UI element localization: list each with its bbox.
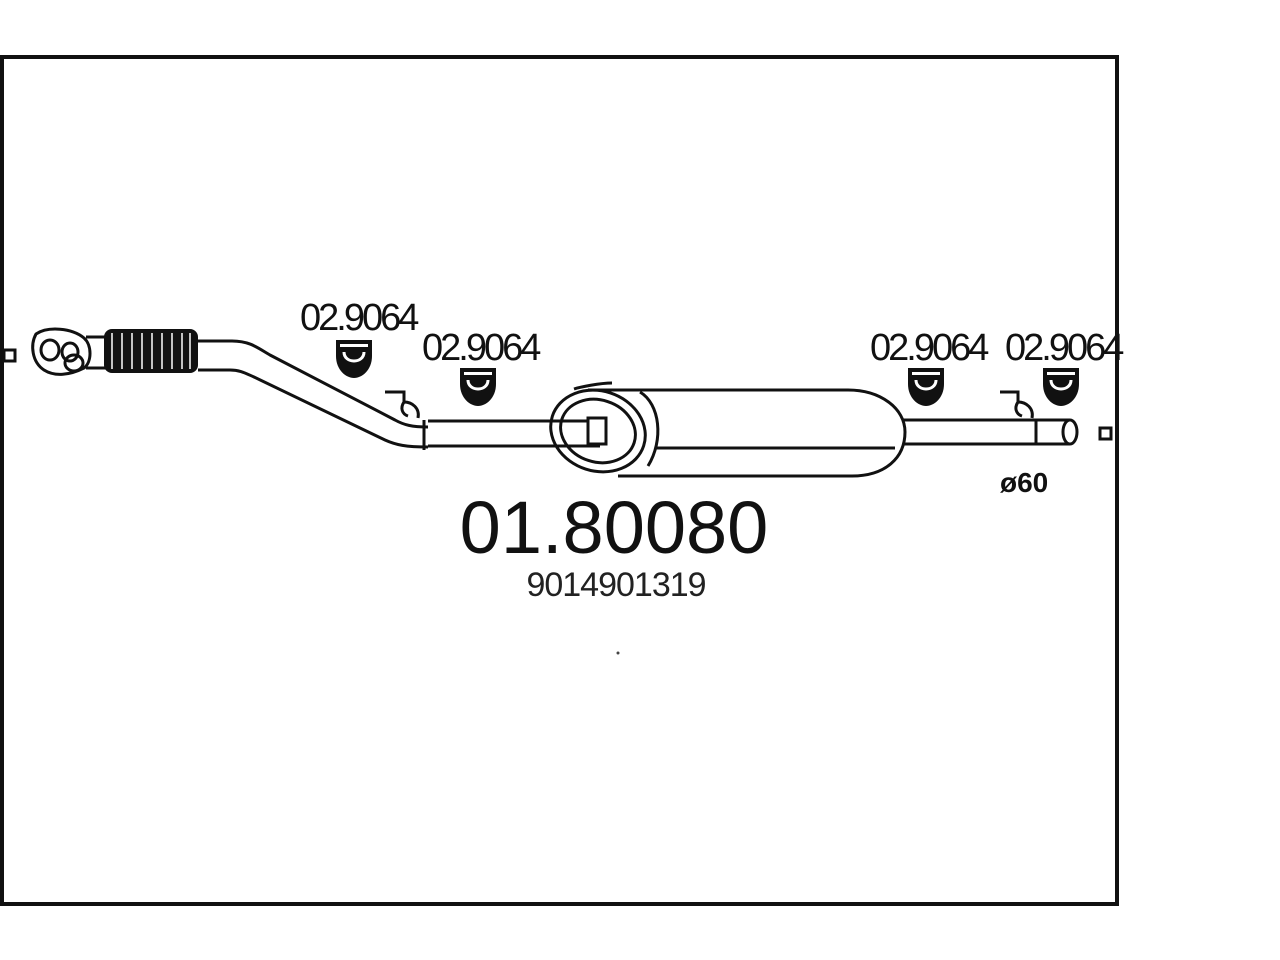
hanger-rubber-icon: [336, 340, 372, 378]
hanger-label: 02.9064: [1005, 327, 1124, 369]
flex-section: [104, 329, 198, 373]
right-connector-marker: [1098, 426, 1113, 441]
diagram-frame: [0, 55, 1119, 906]
hanger-hook-1: [385, 390, 409, 418]
oem-number: 9014901319: [526, 566, 705, 604]
muffler: [549, 381, 907, 478]
hanger-label: 02.9064: [422, 327, 541, 369]
hanger-rubber-icon: [1043, 368, 1079, 406]
hanger-hook-2: [1000, 390, 1023, 418]
part-number: 01.80080: [460, 486, 769, 569]
hanger-label: 02.9064: [300, 297, 419, 339]
hanger-label: 02.9064: [870, 327, 989, 369]
pipe-diameter-label: ø60: [1000, 467, 1048, 498]
stray-dot: [616, 651, 620, 655]
front-pipe: [86, 335, 106, 370]
hanger-rubber-icon: [908, 368, 944, 406]
bent-pipe: [198, 339, 429, 450]
tail-pipe: [903, 418, 1079, 446]
front-flange: [31, 327, 92, 376]
left-connector-marker: [2, 348, 17, 363]
mid-pipe: [428, 419, 600, 448]
hanger-rubber-icon: [460, 368, 496, 406]
